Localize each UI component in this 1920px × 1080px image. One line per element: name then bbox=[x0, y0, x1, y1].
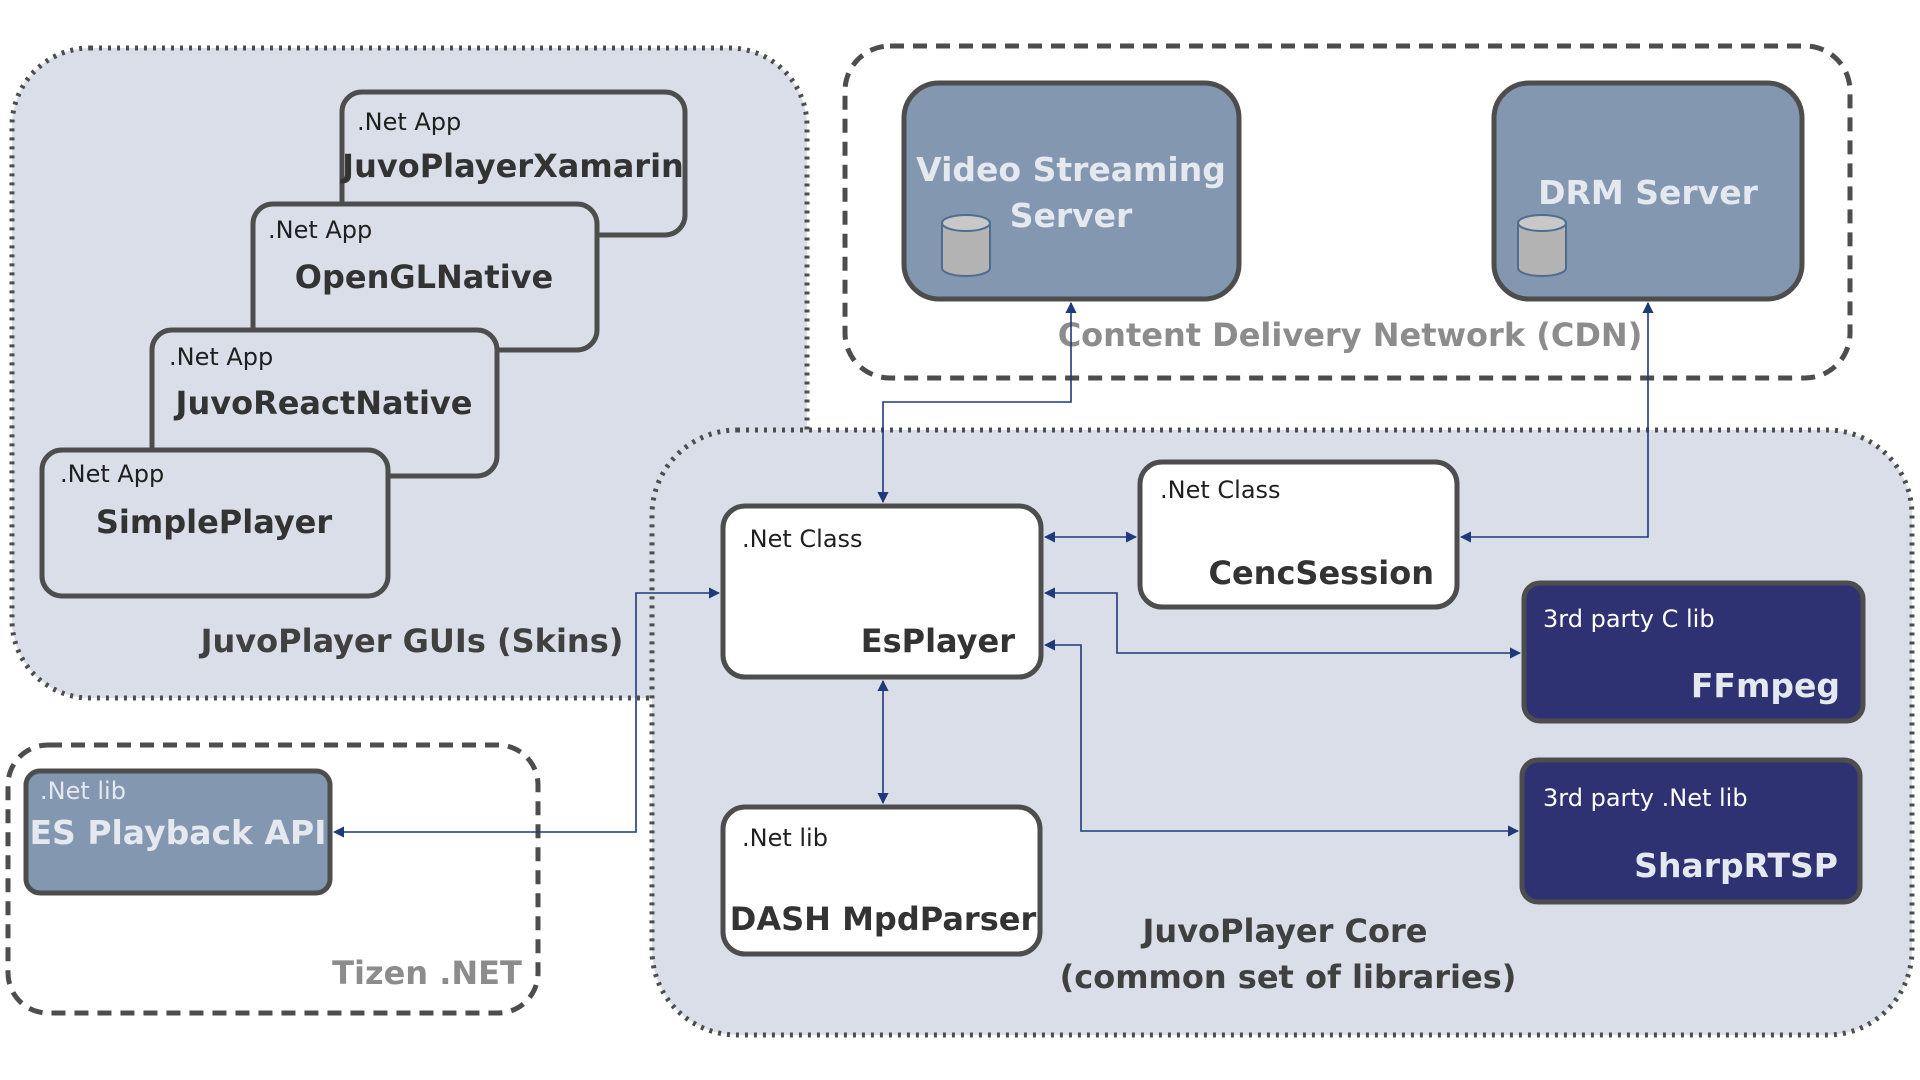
app-kind-label: .Net App bbox=[268, 216, 372, 244]
video-server-label-line2: Server bbox=[1010, 196, 1133, 235]
es-playback-api-box: .Net lib ES Playback API bbox=[23, 768, 333, 896]
esplayer-kind-label: .Net Class bbox=[742, 525, 863, 553]
database-icon bbox=[941, 214, 991, 277]
dash-name-label: DASH MpdParser bbox=[730, 900, 1037, 938]
es-playback-api-name-label: ES Playback API bbox=[30, 813, 327, 852]
cencsession-kind-label: .Net Class bbox=[1160, 476, 1281, 504]
esplayer-box: .Net Class EsPlayer bbox=[720, 503, 1044, 680]
connector-es-playback-api-esplayer bbox=[332, 587, 721, 838]
core-group-label-line2: (common set of libraries) bbox=[1060, 958, 1517, 996]
es-playback-api-kind-label: .Net lib bbox=[40, 777, 126, 805]
sharprtsp-box: 3rd party .Net lib SharpRTSP bbox=[1519, 757, 1863, 905]
connector-esplayer-sharprtsp bbox=[1043, 639, 1520, 837]
app-name-label: JuvoReactNative bbox=[174, 384, 473, 422]
cencsession-box: .Net Class CencSession bbox=[1137, 459, 1460, 610]
sharprtsp-name-label: SharpRTSP bbox=[1634, 846, 1838, 885]
app-card-juvoreactnative: .Net App JuvoReactNative bbox=[149, 327, 500, 479]
dash-mpdparser-box: .Net lib DASH MpdParser bbox=[720, 804, 1043, 957]
cdn-group-label: Content Delivery Network (CDN) bbox=[1058, 316, 1643, 354]
esplayer-name-label: EsPlayer bbox=[861, 622, 1016, 660]
app-card-juvoplayerxamarin: .Net App JuvoPlayerXamarin bbox=[339, 89, 688, 238]
app-kind-label: .Net App bbox=[169, 343, 273, 371]
connector-drm-server-cencsession bbox=[1459, 301, 1654, 543]
drm-server-label: DRM Server bbox=[1538, 173, 1758, 212]
core-group-label-line1: JuvoPlayer Core bbox=[1141, 912, 1428, 950]
ffmpeg-box: 3rd party C lib FFmpeg bbox=[1521, 580, 1866, 724]
video-server-label-line1: Video Streaming bbox=[916, 150, 1226, 189]
connector-video-server-esplayer bbox=[877, 301, 1077, 504]
app-card-simpleplayer: .Net App SimplePlayer bbox=[39, 447, 391, 599]
tizen-group-label: Tizen .NET bbox=[332, 954, 522, 992]
video-streaming-server: Video Streaming Server bbox=[901, 80, 1242, 302]
drm-server: DRM Server bbox=[1491, 80, 1805, 302]
app-kind-label: .Net App bbox=[357, 108, 461, 136]
app-kind-label: .Net App bbox=[60, 460, 164, 488]
guis-group-label: JuvoPlayer GUIs (Skins) bbox=[199, 622, 624, 660]
app-name-label: JuvoPlayerXamarin bbox=[340, 147, 684, 185]
cencsession-name-label: CencSession bbox=[1208, 554, 1434, 592]
database-icon bbox=[1517, 214, 1567, 277]
app-name-label: SimplePlayer bbox=[96, 503, 333, 541]
dash-kind-label: .Net lib bbox=[742, 824, 828, 852]
sharprtsp-kind-label: 3rd party .Net lib bbox=[1543, 784, 1748, 812]
app-name-label: OpenGLNative bbox=[295, 258, 553, 296]
ffmpeg-kind-label: 3rd party C lib bbox=[1543, 605, 1715, 633]
ffmpeg-name-label: FFmpeg bbox=[1691, 666, 1840, 705]
